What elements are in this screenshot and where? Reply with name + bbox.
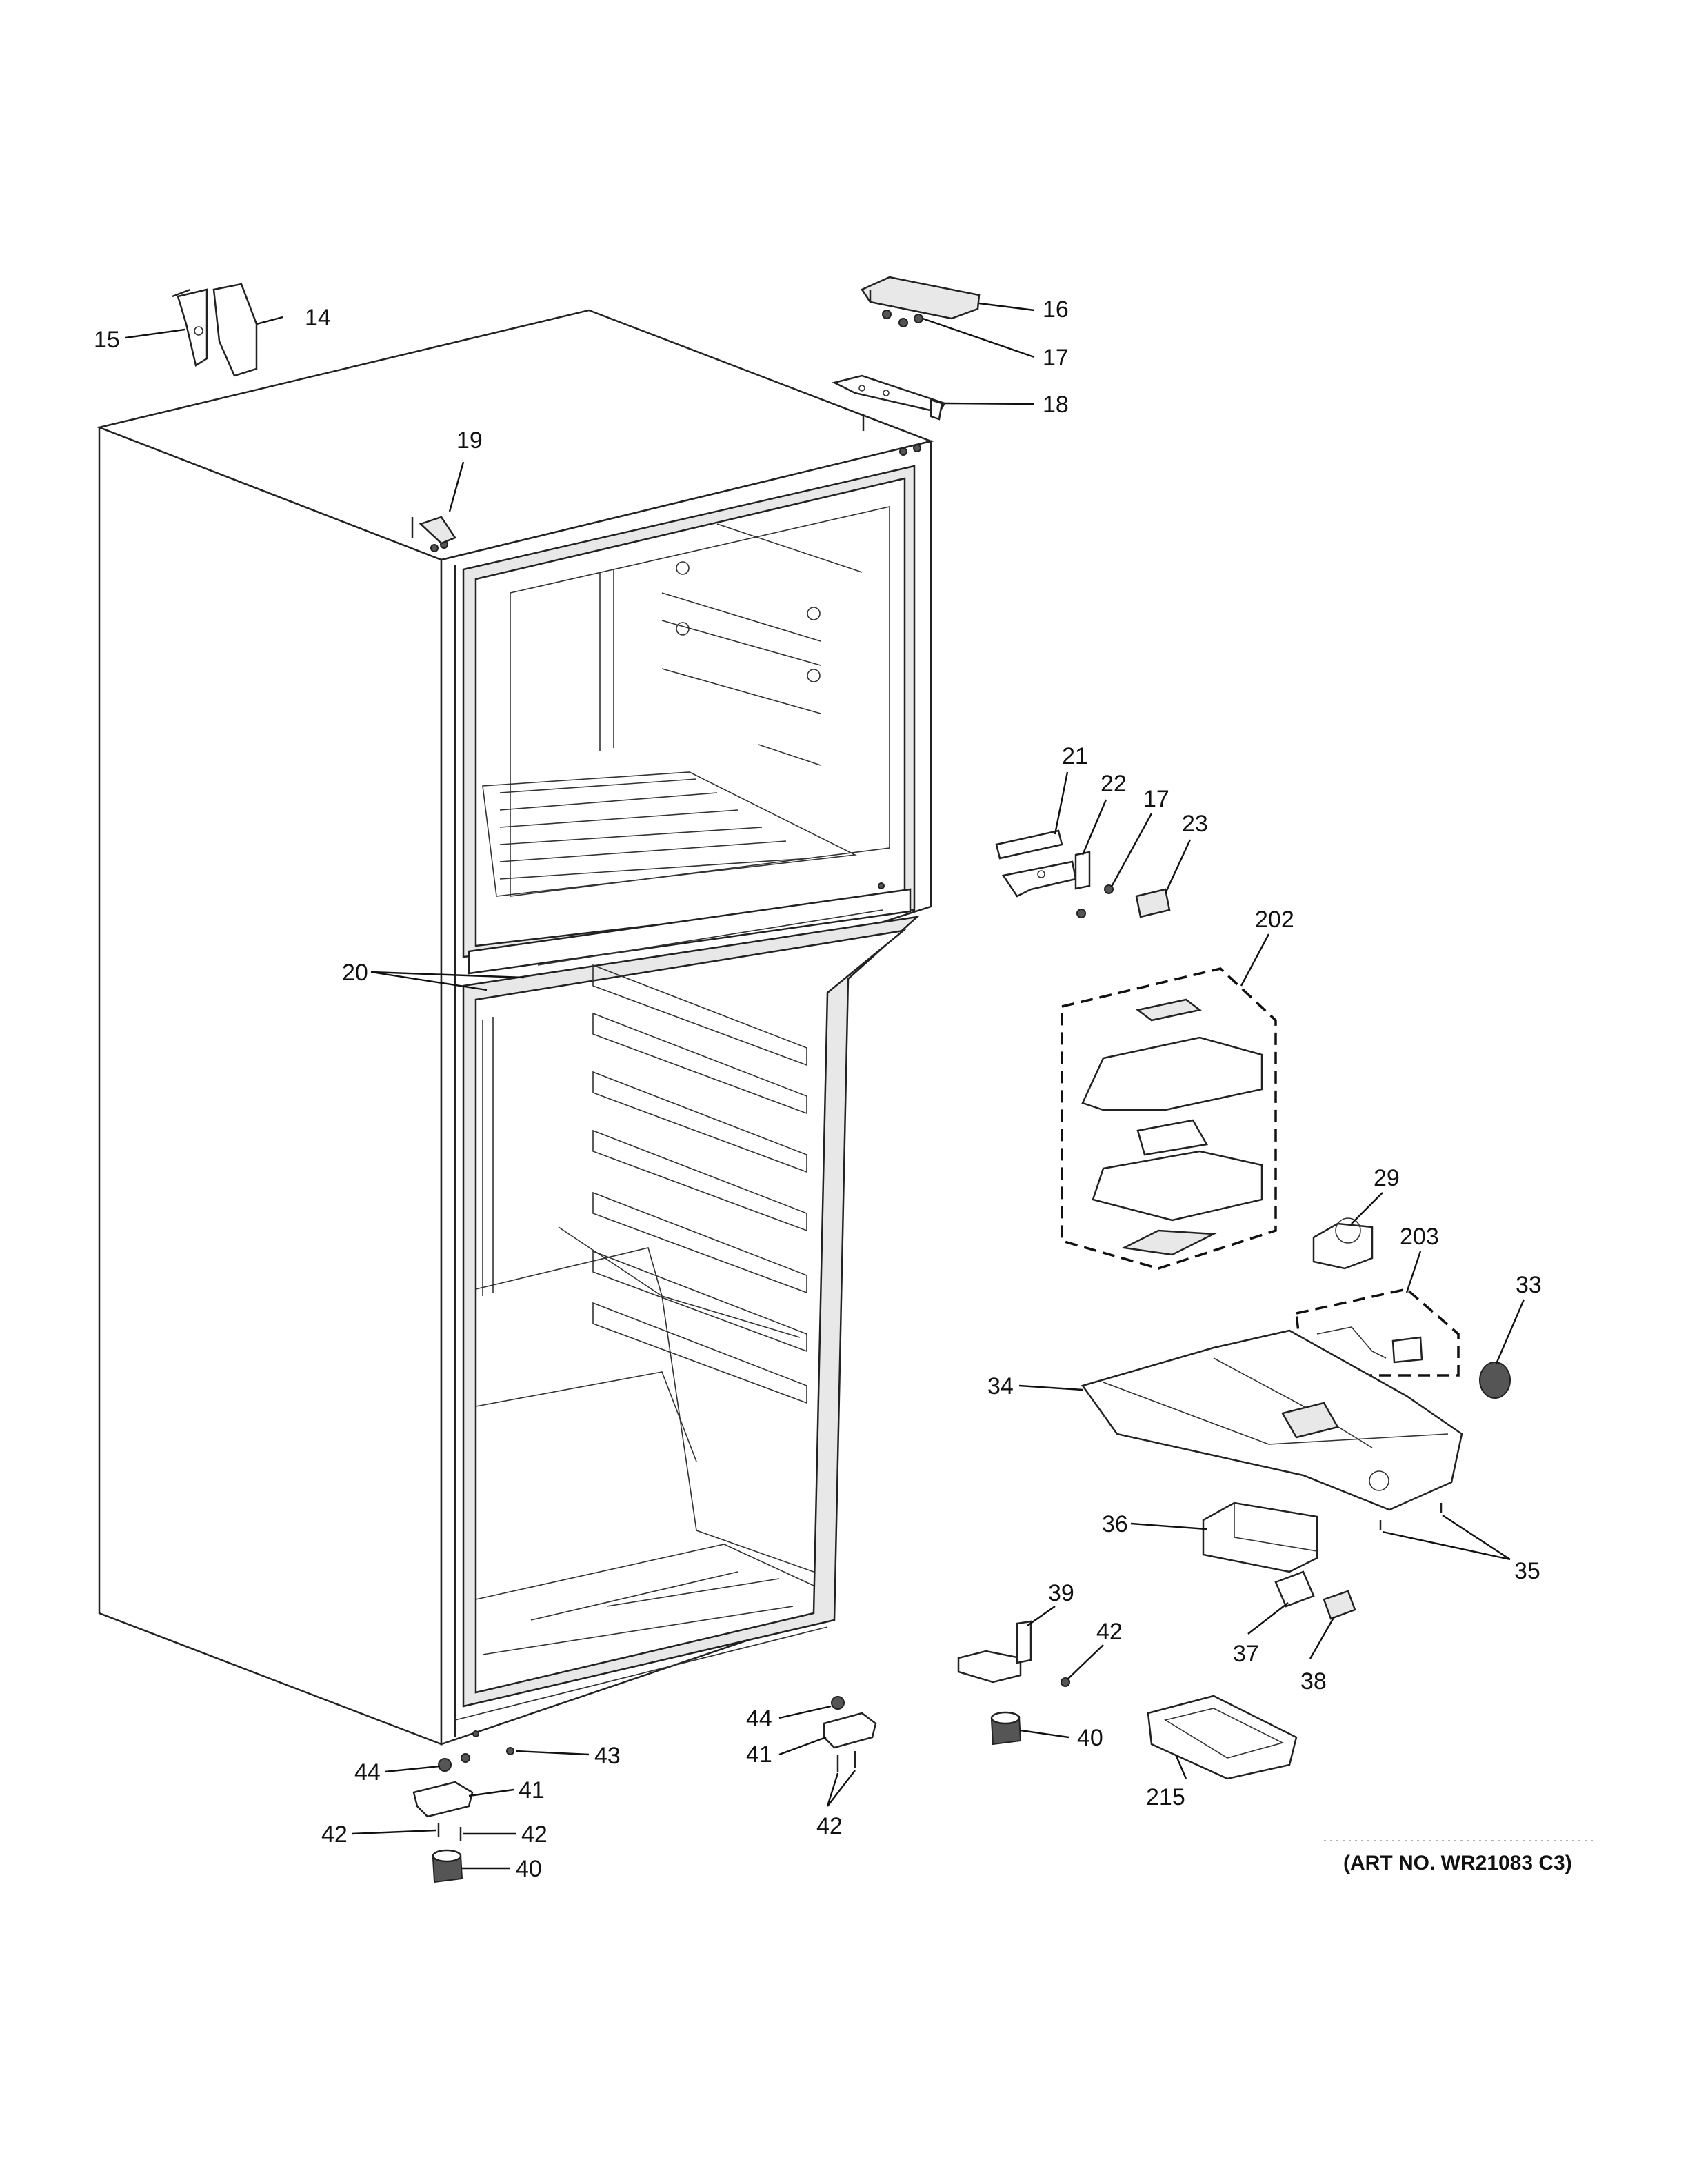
callout-42-left-a: 42 (321, 1821, 348, 1848)
callout-43: 43 (594, 1743, 621, 1769)
callout-44-left: 44 (354, 1759, 381, 1786)
control-screws (1379, 1503, 1443, 1530)
callout-41-right: 41 (746, 1741, 772, 1768)
callout-23: 23 (1182, 811, 1208, 837)
callout-42-right-bracket: 42 (816, 1813, 843, 1839)
control-knob (1479, 1362, 1511, 1399)
electronics-module (1202, 1502, 1318, 1573)
callout-37: 37 (1233, 1641, 1259, 1667)
callout-labels: 14 15 16 17 18 19 20 21 22 17 23 202 29 … (94, 296, 1572, 1882)
callout-20: 20 (342, 960, 368, 986)
callout-19: 19 (456, 427, 483, 454)
callout-203: 203 (1400, 1224, 1439, 1250)
cabinet-top-cap (419, 516, 456, 545)
callout-202: 202 (1255, 907, 1294, 933)
callout-33: 33 (1516, 1272, 1542, 1298)
callout-40-left: 40 (516, 1856, 542, 1882)
callout-17: 17 (1043, 345, 1069, 371)
callout-17-center: 17 (1143, 786, 1169, 812)
callout-36: 36 (1102, 1511, 1128, 1537)
callout-42-right-hinge: 42 (1096, 1619, 1123, 1645)
callout-21: 21 (1062, 743, 1088, 769)
control-housing (1081, 1329, 1463, 1511)
crisper-tray (1147, 1695, 1298, 1780)
callout-38: 38 (1300, 1668, 1327, 1695)
top-left-hinge-cover-parts (172, 283, 258, 377)
defrost-control-part (1312, 1217, 1374, 1270)
callout-16: 16 (1043, 296, 1069, 323)
leveling-leg-right (990, 1711, 1022, 1746)
callout-22: 22 (1101, 771, 1127, 797)
callout-34: 34 (987, 1373, 1014, 1399)
callout-14: 14 (305, 305, 331, 331)
top-right-hinge-parts (832, 276, 981, 421)
callout-40-right: 40 (1077, 1725, 1103, 1751)
refrigerator-cabinet (96, 309, 934, 1746)
light-socket-and-bulb (1274, 1570, 1356, 1620)
callout-42-left-b: 42 (521, 1821, 547, 1848)
callout-leader-lines (125, 302, 1525, 1870)
center-hinge-parts (995, 829, 1171, 918)
damper-assembly-group (1061, 967, 1277, 1270)
callout-44-right: 44 (746, 1706, 772, 1732)
callout-29: 29 (1374, 1165, 1400, 1191)
callout-41-left: 41 (519, 1777, 545, 1803)
leveling-leg-left (432, 1849, 463, 1883)
right-roller-bracket (823, 1696, 877, 1772)
callout-15: 15 (94, 327, 120, 353)
left-roller-bracket (412, 1747, 514, 1841)
art-number: (ART NO. WR21083 C3) (1343, 1852, 1572, 1874)
callout-35: 35 (1514, 1558, 1540, 1584)
callout-39: 39 (1048, 1580, 1074, 1606)
bottom-right-hinge (957, 1620, 1070, 1687)
callout-18: 18 (1043, 392, 1069, 418)
callout-215: 215 (1146, 1784, 1185, 1810)
